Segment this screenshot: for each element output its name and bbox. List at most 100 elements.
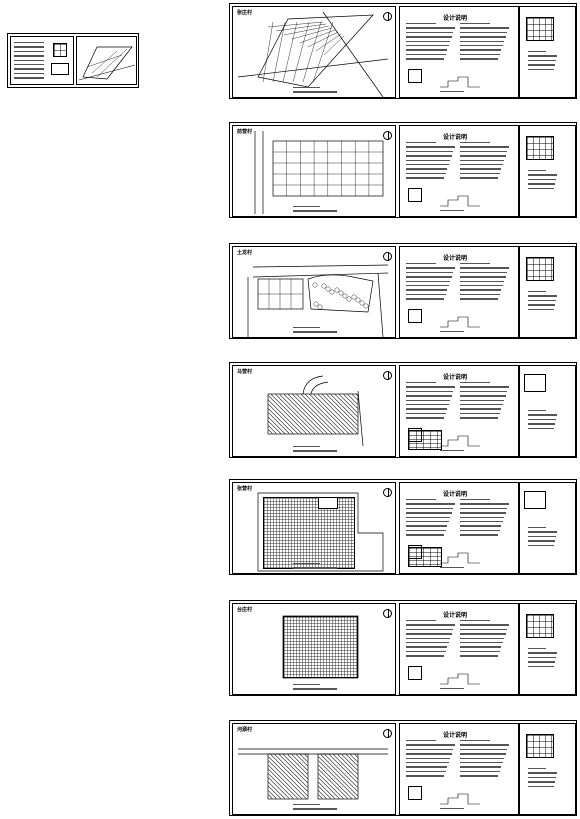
north-arrow-icon <box>383 609 392 618</box>
notes-column-left <box>406 740 456 780</box>
notes-column-left <box>406 382 456 422</box>
section-profile-line <box>440 76 480 88</box>
notes-column-right <box>460 499 510 539</box>
village-name: 台庄村 <box>237 607 253 613</box>
plan-stroke <box>346 296 352 302</box>
section-detail-box <box>408 786 422 800</box>
overview-tile-grid <box>53 43 67 57</box>
village-name: 前营村 <box>237 129 253 135</box>
drawing-sheet: 土龙村设计说明 <box>229 243 577 339</box>
plan-stroke <box>317 304 323 310</box>
plan-caption-lines <box>293 446 338 455</box>
plan-stroke <box>237 58 389 78</box>
plan-stroke <box>351 294 357 300</box>
legend-lines <box>528 291 558 313</box>
overview-notes-lines <box>14 42 44 82</box>
site-plan-drawing <box>237 11 389 98</box>
design-notes-title: 设计说明 <box>442 15 467 22</box>
drawing-sheet: 马营村 设计说明 <box>229 362 577 458</box>
plan-caption-lines <box>293 563 338 572</box>
plan-stroke <box>334 287 340 293</box>
section-detail-box <box>408 666 422 680</box>
design-notes-panel: 设计说明 <box>399 482 576 575</box>
tile-pattern-detail <box>526 734 554 758</box>
notes-column-right <box>460 382 510 422</box>
site-plan-drawing <box>257 492 384 572</box>
section-profile-drawing <box>440 435 480 447</box>
legend-lines <box>528 768 558 790</box>
notes-column-right <box>460 620 510 660</box>
design-notes-panel: 设计说明 <box>399 603 576 696</box>
overview-sheet <box>7 33 139 88</box>
site-plan-panel: 张营村 <box>232 482 396 574</box>
overview-plan-drawing <box>78 46 136 81</box>
plan-stroke <box>355 297 361 303</box>
plan-stroke <box>310 381 329 395</box>
plan-caption-lines <box>293 327 338 336</box>
tile-pattern-detail <box>526 614 554 638</box>
paving-grid <box>263 497 355 569</box>
north-arrow-icon <box>383 12 392 21</box>
design-notes-title: 设计说明 <box>442 491 467 498</box>
legend-lines <box>528 527 558 549</box>
section-profile-line <box>440 435 480 447</box>
overview-panel-right <box>76 36 137 85</box>
village-name: 张营村 <box>237 486 253 492</box>
entrance-building <box>318 497 338 509</box>
design-notes-panel: 设计说明 <box>399 365 576 458</box>
tile-pattern-detail <box>526 257 554 281</box>
section-detail-box <box>408 545 422 559</box>
notes-divider <box>518 7 520 99</box>
tile-pattern-detail <box>526 17 554 41</box>
section-profile-line <box>440 195 480 207</box>
notes-divider <box>518 604 520 696</box>
paving-grid <box>283 616 358 678</box>
plan-caption-lines <box>293 206 338 215</box>
notes-column-left <box>406 142 456 182</box>
design-notes-panel: 设计说明 <box>399 6 576 99</box>
overview-panel-left <box>10 36 74 85</box>
paving-hatch <box>268 394 358 434</box>
plan-stroke <box>322 11 384 98</box>
notes-column-left <box>406 620 456 660</box>
site-plan-panel: 前营村 <box>232 125 396 217</box>
plan-stroke <box>292 21 310 83</box>
section-detail-box <box>408 188 422 202</box>
plan-stroke <box>257 492 384 572</box>
village-name: 河源村 <box>237 727 253 733</box>
north-arrow-icon <box>383 252 392 261</box>
plan-stroke <box>307 31 339 48</box>
design-notes-title: 设计说明 <box>442 255 467 262</box>
design-notes-title: 设计说明 <box>442 134 467 141</box>
section-caption-line <box>440 808 480 812</box>
plan-stroke <box>359 300 365 306</box>
north-arrow-icon <box>383 488 392 497</box>
plan-caption-lines <box>293 804 338 813</box>
notes-divider <box>518 366 520 458</box>
section-detail-box <box>408 69 422 83</box>
section-profile-line <box>440 793 480 805</box>
notes-divider <box>518 126 520 218</box>
plan-stroke <box>252 272 389 278</box>
section-profile-line <box>440 673 480 685</box>
plan-stroke <box>302 375 324 395</box>
plan-stroke <box>302 21 322 83</box>
village-name: 土龙村 <box>237 250 253 256</box>
site-plan-panel: 马营村 <box>232 365 396 457</box>
site-plan-panel: 台庄村 <box>232 603 396 695</box>
design-notes-title: 设计说明 <box>442 374 467 381</box>
site-plan-panel: 土龙村 <box>232 246 396 338</box>
plan-stroke <box>323 35 345 56</box>
section-profile-drawing <box>440 552 480 564</box>
plan-stroke <box>312 282 318 288</box>
plan-stroke <box>363 303 369 309</box>
notes-column-left <box>406 263 456 303</box>
north-arrow-icon <box>383 371 392 380</box>
section-caption-line <box>440 688 480 692</box>
section-caption-line <box>440 450 480 454</box>
site-plan-drawing <box>238 748 388 800</box>
plan-stroke <box>262 21 274 83</box>
plan-stroke <box>338 290 344 296</box>
drawing-sheet: 张营村设计说明 <box>229 479 577 575</box>
plan-stroke <box>272 21 286 83</box>
